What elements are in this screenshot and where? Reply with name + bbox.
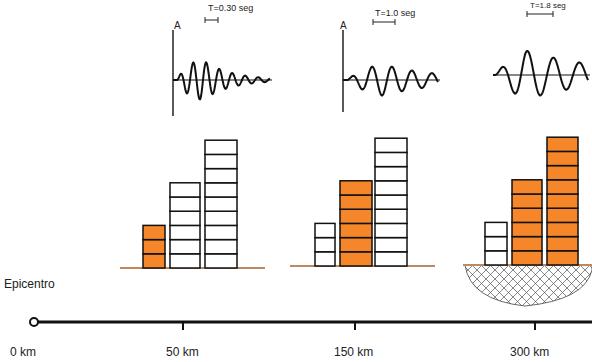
period-bracket bbox=[373, 19, 395, 25]
building-floor bbox=[375, 138, 407, 152]
epicentre-label: Epicentro bbox=[4, 278, 55, 290]
building-floor bbox=[375, 209, 407, 223]
distance-label: 0 km bbox=[10, 346, 36, 358]
building-floor bbox=[205, 183, 237, 197]
building-floor bbox=[547, 208, 578, 222]
building-floor bbox=[485, 251, 507, 265]
building-floor bbox=[512, 237, 542, 251]
amplitude-label: A bbox=[174, 21, 181, 31]
building-floor bbox=[170, 225, 200, 239]
building-floor bbox=[375, 195, 407, 209]
building-floor bbox=[205, 197, 237, 211]
building-floor bbox=[547, 194, 578, 208]
building-floor bbox=[340, 223, 372, 237]
building-floor bbox=[315, 252, 335, 266]
building-floor bbox=[375, 238, 407, 252]
building-floor bbox=[170, 240, 200, 254]
time-axis bbox=[343, 79, 440, 80]
building-floor bbox=[512, 222, 542, 236]
building-floor bbox=[547, 237, 578, 251]
building-floor bbox=[205, 225, 237, 239]
amplitude-axis bbox=[172, 30, 174, 116]
period-label: T=1.8 seg bbox=[530, 2, 566, 10]
building-floor bbox=[547, 180, 578, 194]
building-floor bbox=[205, 169, 237, 183]
building-floor bbox=[143, 254, 165, 268]
building-floor bbox=[547, 251, 578, 265]
building-floor bbox=[512, 251, 542, 265]
building-floor bbox=[375, 167, 407, 181]
time-axis bbox=[173, 79, 272, 80]
building-floor bbox=[340, 181, 372, 195]
building-floor bbox=[205, 140, 237, 154]
building-floor bbox=[170, 197, 200, 211]
building-floor bbox=[340, 238, 372, 252]
building-floor bbox=[170, 254, 200, 268]
building-floor bbox=[205, 254, 237, 268]
period-label: T=0.30 seg bbox=[208, 4, 253, 13]
building-floor bbox=[205, 211, 237, 225]
building-floor bbox=[340, 195, 372, 209]
building-floor bbox=[485, 222, 507, 236]
building-floor bbox=[375, 252, 407, 266]
building-floor bbox=[375, 223, 407, 237]
epicentre-point bbox=[30, 318, 38, 326]
period-bracket bbox=[205, 17, 218, 23]
building-floor bbox=[547, 137, 578, 151]
building-floor bbox=[547, 166, 578, 180]
seismic-wave bbox=[343, 67, 438, 96]
axis-tick bbox=[354, 322, 356, 330]
distance-label: 300 km bbox=[510, 346, 549, 358]
seismic-wave bbox=[173, 62, 270, 99]
building-floor bbox=[205, 240, 237, 254]
distance-label: 50 km bbox=[166, 346, 199, 358]
seismic-wave bbox=[493, 51, 588, 95]
time-axis bbox=[493, 74, 590, 75]
axis-tick bbox=[534, 322, 536, 330]
amplitude-axis bbox=[342, 30, 344, 112]
building-floor bbox=[547, 222, 578, 236]
axis-tick bbox=[182, 322, 184, 330]
building-floor bbox=[512, 194, 542, 208]
building-floor bbox=[170, 211, 200, 225]
building-floor bbox=[315, 238, 335, 252]
soil-basin bbox=[465, 265, 592, 306]
building-floor bbox=[512, 180, 542, 194]
building-floor bbox=[375, 181, 407, 195]
building-floor bbox=[512, 208, 542, 222]
building-floor bbox=[340, 209, 372, 223]
distance-label: 150 km bbox=[334, 346, 373, 358]
distance-axis bbox=[38, 321, 592, 324]
building-floor bbox=[205, 154, 237, 168]
building-floor bbox=[315, 223, 335, 237]
building-floor bbox=[375, 152, 407, 166]
building-floor bbox=[170, 183, 200, 197]
period-label: T=1.0 seg bbox=[375, 9, 415, 18]
amplitude-label: A bbox=[340, 21, 347, 31]
period-bracket bbox=[527, 11, 553, 17]
building-floor bbox=[143, 240, 165, 254]
building-floor bbox=[340, 252, 372, 266]
building-floor bbox=[143, 225, 165, 239]
building-floor bbox=[485, 237, 507, 251]
building-floor bbox=[547, 151, 578, 165]
